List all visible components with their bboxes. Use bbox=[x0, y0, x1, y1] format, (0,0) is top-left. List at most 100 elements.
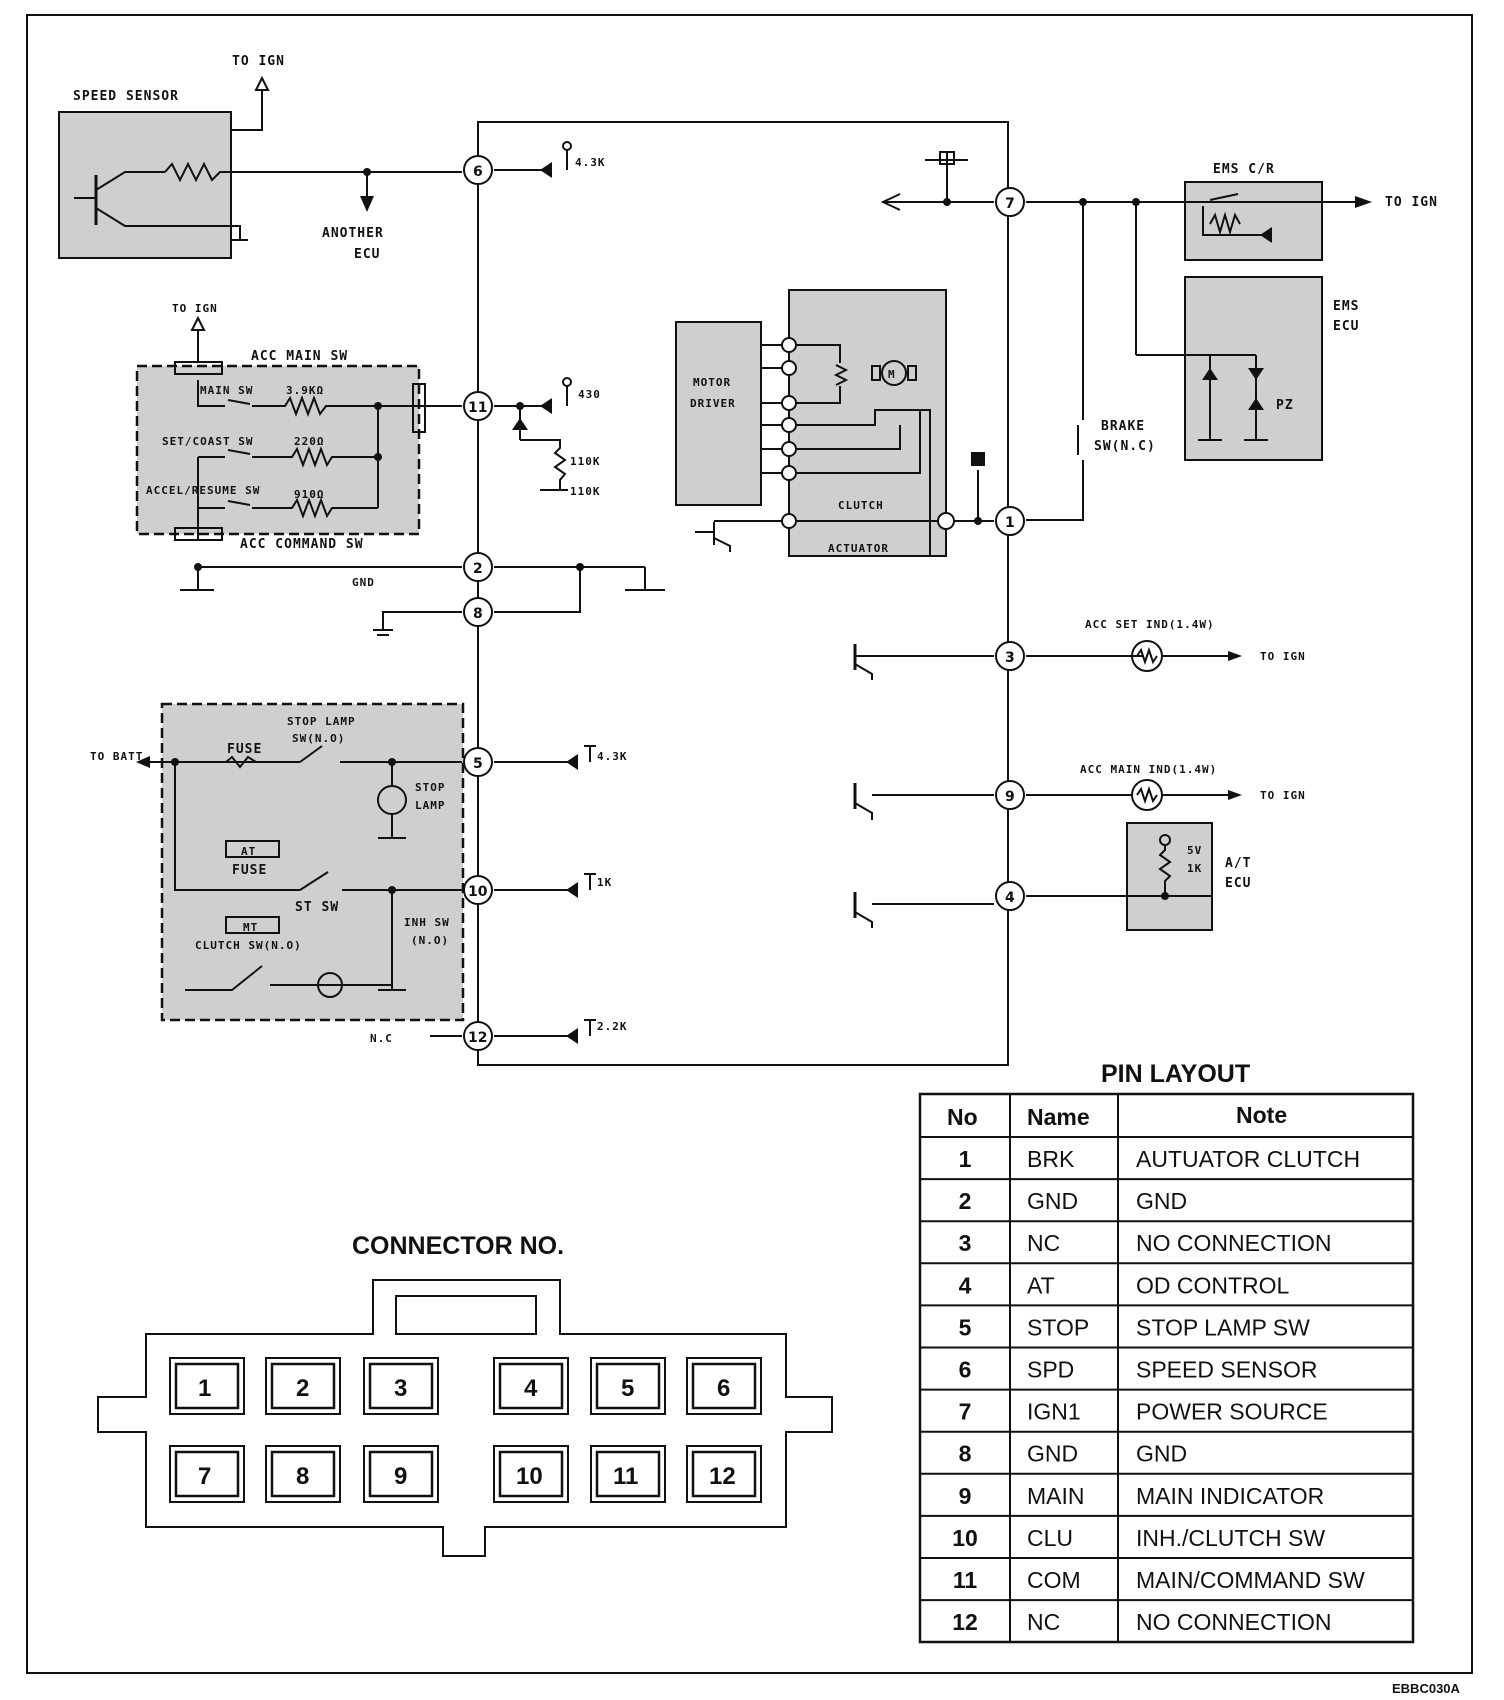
actuator-label: ACTUATOR bbox=[828, 542, 889, 555]
ecu-box bbox=[477, 121, 1009, 1066]
table-row: 8 GND GND bbox=[959, 1441, 1188, 1467]
connector-cavity-11: 11 bbox=[590, 1445, 666, 1503]
stop-lamp-label-1: STOP bbox=[415, 781, 446, 794]
svg-text:5: 5 bbox=[473, 756, 483, 772]
svg-text:10: 10 bbox=[516, 1463, 543, 1490]
connector-cavity-9: 9 bbox=[363, 1445, 439, 1503]
connector-cavity-4: 4 bbox=[493, 1357, 569, 1415]
acc-switch-group: ACC MAIN SW MAIN SW 3.9KΩ SET/COAST SW 2… bbox=[135, 349, 426, 552]
ems-relay: EMS C/R bbox=[1184, 162, 1323, 261]
stop-lamp-sw-label-1: STOP LAMP bbox=[287, 715, 356, 728]
cell-note: STOP LAMP SW bbox=[1136, 1314, 1310, 1340]
svg-text:7: 7 bbox=[198, 1463, 211, 1490]
mt-fuse-label: MT bbox=[243, 921, 258, 934]
speed-signal-wire bbox=[164, 161, 462, 183]
ecu-pin-8: 8 bbox=[463, 597, 493, 627]
inh-sw-label-2: (N.O) bbox=[411, 934, 449, 947]
ems-ecu-label-2: ECU bbox=[1333, 319, 1359, 334]
col-header-name: Name bbox=[1027, 1104, 1090, 1130]
r-220-label: 220Ω bbox=[294, 435, 325, 448]
svg-text:3: 3 bbox=[394, 1375, 407, 1402]
acc-command-sw-label: ACC COMMAND SW bbox=[240, 537, 364, 552]
ecu-pin-6: 6 bbox=[463, 155, 493, 185]
cell-note: OD CONTROL bbox=[1136, 1272, 1290, 1298]
to-ign-label-4: TO IGN bbox=[1260, 650, 1306, 663]
connector-cavity-10: 10 bbox=[493, 1445, 569, 1503]
another-ecu-label-2: ECU bbox=[354, 247, 380, 262]
svg-text:8: 8 bbox=[296, 1463, 309, 1490]
acc-main-sw-label: ACC MAIN SW bbox=[251, 349, 348, 364]
at-5v-label: 5V bbox=[1187, 844, 1202, 857]
ecu-pin-1: 1 bbox=[995, 506, 1025, 536]
pz-label: PZ bbox=[1276, 398, 1294, 413]
svg-text:11: 11 bbox=[468, 400, 487, 416]
cell-no: 8 bbox=[959, 1441, 972, 1467]
cell-name: GND bbox=[1027, 1188, 1078, 1214]
connector-cavity-6: 6 bbox=[686, 1357, 762, 1415]
nc-label: N.C bbox=[370, 1032, 393, 1045]
table-row: 2 GND GND bbox=[959, 1188, 1188, 1214]
ecu-pin-10: 10 bbox=[463, 875, 493, 905]
ecu-pin-9: 9 bbox=[995, 780, 1025, 810]
svg-text:12: 12 bbox=[468, 1030, 487, 1046]
cell-name: SPD bbox=[1027, 1357, 1074, 1383]
connector-diagram: CONNECTOR NO. 1 2 3 4 5 6 7 8 9 10 11 12 bbox=[97, 1232, 833, 1557]
cell-name: COM bbox=[1027, 1567, 1081, 1593]
to-ign-label-3: TO IGN bbox=[172, 302, 218, 315]
cell-name: CLU bbox=[1027, 1525, 1073, 1551]
motor-m-label: M bbox=[888, 368, 896, 381]
cell-no: 7 bbox=[959, 1399, 972, 1425]
svg-text:1: 1 bbox=[198, 1375, 211, 1402]
main-sw-label: MAIN SW bbox=[200, 384, 253, 397]
pin12-resistor-label: 2.2K bbox=[597, 1020, 628, 1033]
cell-no: 5 bbox=[959, 1314, 972, 1340]
svg-text:2: 2 bbox=[473, 561, 483, 577]
ecu-pin-11: 11 bbox=[463, 391, 493, 421]
acc-main-ind-label: ACC MAIN IND(1.4W) bbox=[1080, 763, 1217, 776]
brake-sw-label-1: BRAKE bbox=[1101, 419, 1145, 434]
pin-layout-title: PIN LAYOUT bbox=[1101, 1060, 1250, 1088]
cell-no: 2 bbox=[959, 1188, 972, 1214]
cell-no: 4 bbox=[959, 1272, 972, 1298]
r-910-label: 910Ω bbox=[294, 488, 325, 501]
cell-no: 1 bbox=[959, 1146, 972, 1172]
pin5-resistor-label: 4.3K bbox=[597, 750, 628, 763]
connector-cavity-3: 3 bbox=[363, 1357, 439, 1415]
cell-name: GND bbox=[1027, 1441, 1078, 1467]
stop-lamp-label-2: LAMP bbox=[415, 799, 446, 812]
accel-resume-sw-label: ACCEL/RESUME SW bbox=[146, 484, 260, 497]
clutch-sw-label: CLUTCH SW(N.O) bbox=[195, 939, 302, 952]
figure-code: EBBC030A bbox=[1392, 1681, 1461, 1696]
ecu-pin-5: 5 bbox=[463, 747, 493, 777]
fuse-label-1: FUSE bbox=[227, 742, 262, 757]
brake-sw-label-2: SW(N.C) bbox=[1094, 439, 1156, 454]
ecu-pin-7: 7 bbox=[995, 187, 1025, 217]
ems-ecu: EMS ECU PZ bbox=[1184, 276, 1359, 461]
cell-note: SPEED SENSOR bbox=[1136, 1357, 1318, 1383]
motor-driver-label-1: MOTOR bbox=[693, 376, 731, 389]
ecu-pin-2: 2 bbox=[463, 552, 493, 582]
cell-note: NO CONNECTION bbox=[1136, 1230, 1332, 1256]
cell-note: GND bbox=[1136, 1188, 1187, 1214]
outer-frame bbox=[26, 14, 1473, 1674]
another-ecu-label-1: ANOTHER bbox=[322, 226, 384, 241]
r-3-9k-label: 3.9KΩ bbox=[286, 384, 324, 397]
at-fuse-label: AT bbox=[241, 845, 256, 858]
r-110k-a-label: 110K bbox=[570, 455, 601, 468]
connector-cavity-5: 5 bbox=[590, 1357, 666, 1415]
cell-name: NC bbox=[1027, 1230, 1060, 1256]
cell-note: GND bbox=[1136, 1441, 1187, 1467]
cell-name: MAIN bbox=[1027, 1483, 1085, 1509]
cell-no: 9 bbox=[959, 1483, 972, 1509]
svg-text:1: 1 bbox=[1005, 515, 1015, 531]
pin6-resistor-label: 4.3K bbox=[575, 156, 606, 169]
